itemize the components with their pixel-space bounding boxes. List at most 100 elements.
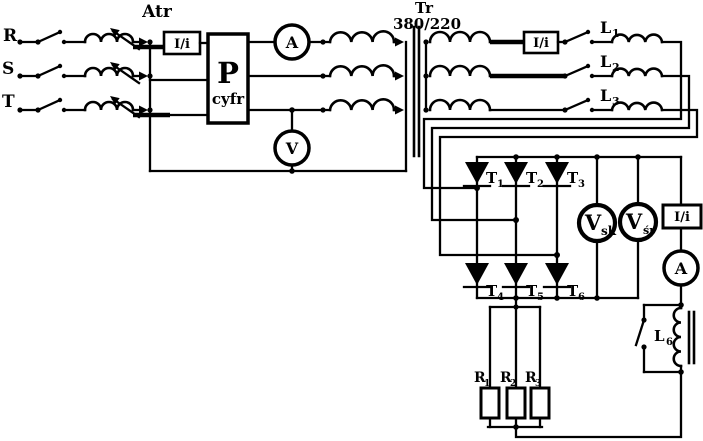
inductor-l1-coil: [610, 33, 664, 44]
primary-coil-3: [328, 98, 396, 112]
knife-switch-l1: [562, 29, 595, 45]
arrowhead: [139, 37, 148, 47]
knife-switch-s: [36, 63, 67, 79]
inductor-l6-label: L: [654, 327, 665, 345]
phase-s-label: S: [2, 59, 14, 79]
thyristor-t5: T 5: [501, 263, 544, 303]
voltmeter-avg-letter: V: [625, 209, 643, 234]
load-branch: R 1 R 2 R 3: [474, 296, 551, 430]
thyristor-t4-sub: 4: [497, 292, 504, 303]
voltmeter-input: V: [273, 108, 311, 173]
knife-switch-r: [36, 29, 67, 45]
thyristor-t2: T 2: [501, 162, 544, 190]
wiper-shaft: [111, 63, 141, 85]
pbox-title: P: [217, 56, 239, 90]
phase-t-label: T: [2, 92, 15, 112]
primary-coil-2: [328, 64, 396, 78]
transformer: Tr 380/220: [328, 0, 492, 173]
ammeter-input: A: [246, 23, 332, 61]
wiper-arrowhead: [110, 96, 120, 105]
knife-switch-t: [36, 97, 67, 113]
atr-winding-s: [83, 62, 148, 85]
thyristor-t3: T 3: [542, 162, 585, 190]
source-row-s: [17, 63, 87, 79]
ammeter-input-letter: A: [285, 33, 299, 52]
atr-winding-t: [83, 96, 170, 119]
voltmeter-avg-sub: śr: [643, 224, 655, 237]
transducer-output-label: I/i: [674, 210, 690, 225]
transducer-input: I/i: [162, 30, 210, 56]
voltmeter-input-letter: V: [285, 139, 299, 158]
resistor-r2-label: R: [500, 370, 512, 386]
inductor-l3-label: L: [600, 86, 611, 105]
secondary-row-3: L 3: [438, 86, 699, 258]
voltmeter-rms: V sk: [576, 155, 618, 300]
phase3-wrap-wire: [438, 108, 699, 257]
autotransformer-label: Atr: [141, 2, 173, 22]
inductor-l2-label: L: [600, 52, 611, 71]
thyristor-t1-sub: 1: [497, 179, 504, 190]
thyristor-t3-sub: 3: [578, 179, 585, 190]
phase-r-label: R: [3, 26, 18, 46]
thyristor-t2-sub: 2: [537, 179, 544, 190]
pbox-subtitle: cyfr: [212, 90, 245, 108]
resistor-r3-box: [529, 386, 551, 420]
secondary-coil-3: [428, 98, 492, 112]
voltmeter-rms-letter: V: [584, 210, 602, 235]
transformer-name: Tr: [415, 0, 434, 17]
thyristor-t1: T 1: [462, 162, 504, 190]
inductor-l1-sub: 1: [612, 27, 620, 40]
knife-switch-l3: [562, 97, 595, 113]
inductor-l2-sub: 2: [612, 61, 620, 74]
primary-coil-1: [328, 30, 396, 44]
voltmeter-rms-circle: [576, 202, 618, 244]
phase2-wrap-wire: [430, 74, 691, 222]
thyristor-t5-label: T: [526, 282, 538, 300]
left-bus: [147, 39, 153, 173]
knife-switch-l2: [562, 63, 595, 79]
thyristor-t1-label: T: [486, 169, 498, 187]
wiper-arrowhead: [110, 28, 120, 37]
source-row-t: [17, 97, 87, 113]
thyristor-t4: T 4: [462, 263, 504, 303]
ammeter-output: A: [662, 226, 700, 308]
resistor-r2-sub: 2: [510, 379, 516, 389]
choke-branch: L 6: [634, 303, 696, 375]
voltmeter-avg: V śr: [617, 155, 659, 300]
transducer-output: I/i: [661, 155, 703, 230]
thyristor-t6-sub: 6: [578, 292, 585, 303]
inductor-l3-coil: [610, 101, 664, 112]
phase-labels: R S T: [2, 26, 18, 112]
secondary-coil-1: [428, 30, 492, 44]
resistor-r3-sub: 3: [535, 379, 541, 389]
thyristor-t5-sub: 5: [537, 292, 544, 303]
inductor-l2-coil: [610, 67, 664, 78]
resistor-r3-label: R: [525, 370, 537, 386]
inductor-l1-label: L: [600, 18, 611, 37]
inductor-l3-sub: 3: [612, 95, 620, 108]
thyristor-t2-label: T: [526, 169, 538, 187]
secondary-coil-2: [428, 64, 492, 78]
resistor-r1-sub: 1: [484, 379, 490, 389]
transformer-ratio: 380/220: [393, 15, 461, 33]
source-row-r: [17, 29, 87, 45]
thyristor-t3-label: T: [567, 169, 579, 187]
thyristor-t6: T 6: [542, 263, 585, 303]
arrowhead: [139, 71, 148, 81]
resistor-r1-box: [479, 386, 501, 420]
secondary-row-2: L 2: [430, 52, 691, 223]
atr-winding-r: [83, 28, 164, 51]
ammeter-output-letter: A: [674, 259, 688, 278]
voltmeter-avg-circle: [617, 201, 659, 243]
resistor-r2-box: [505, 386, 527, 420]
knife-switch-choke: [634, 317, 647, 350]
transducer-input-label: I/i: [174, 37, 190, 52]
transducer-secondary-label: I/i: [533, 36, 549, 51]
voltmeter-rms-sub: sk: [601, 224, 617, 238]
inductor-l6-coil: [672, 306, 683, 368]
arrowhead: [139, 105, 148, 115]
resistor-r1-label: R: [474, 370, 486, 386]
dc-return-wire: [514, 370, 683, 439]
converter-pbox: P cyfr: [206, 32, 250, 125]
